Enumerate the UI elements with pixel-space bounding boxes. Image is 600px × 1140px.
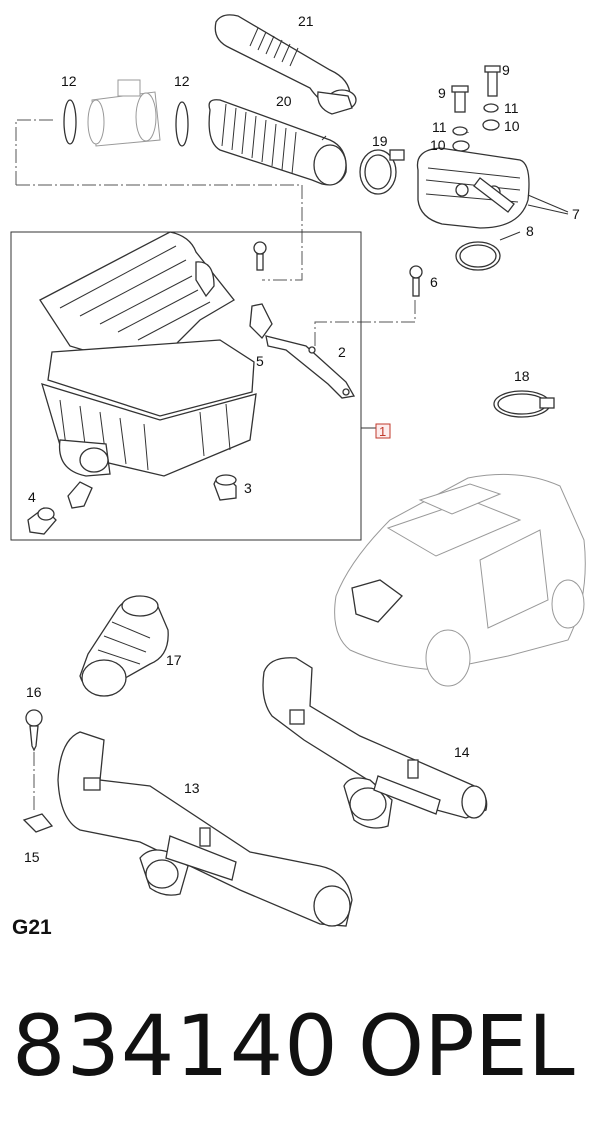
brand-name: OPEL bbox=[358, 997, 575, 1095]
part-number: 834140 bbox=[12, 997, 339, 1095]
callout-3: 3 bbox=[244, 480, 252, 496]
part-1-air-filter-housing bbox=[39, 231, 273, 477]
part-18-clamp bbox=[493, 390, 555, 418]
callout-9-right: 9 bbox=[502, 62, 510, 78]
callout-10-right: 10 bbox=[504, 118, 520, 134]
part-20-corrugated-hose bbox=[208, 99, 347, 186]
assembly-frame bbox=[10, 231, 362, 541]
callout-14: 14 bbox=[454, 744, 470, 760]
callout-19: 19 bbox=[372, 133, 388, 149]
callout-9-left: 9 bbox=[438, 85, 446, 101]
callout-21: 21 bbox=[298, 13, 314, 29]
part-13-duct bbox=[57, 731, 353, 927]
callout-13: 13 bbox=[184, 780, 200, 796]
callout-labels: 21 20 12 12 19 9 9 11 11 10 10 7 8 6 2 5… bbox=[24, 13, 580, 865]
callout-4: 4 bbox=[28, 489, 36, 505]
callout-12-left: 12 bbox=[61, 73, 77, 89]
callout-1: 1 bbox=[379, 424, 386, 439]
parts-15-16-screw-clip bbox=[22, 709, 54, 833]
callout-1-box bbox=[375, 423, 391, 439]
parts-7-to-11-housing-hardware bbox=[416, 65, 530, 271]
sheet-code: G21 bbox=[12, 916, 52, 939]
callout-2: 2 bbox=[338, 344, 346, 360]
callout-7: 7 bbox=[572, 206, 580, 222]
callout-12-right: 12 bbox=[174, 73, 190, 89]
part-14-duct bbox=[262, 657, 488, 829]
exploded-parts-diagram: 21 20 12 12 19 9 9 11 11 10 10 7 8 6 2 5… bbox=[10, 13, 586, 927]
callout-5: 5 bbox=[256, 353, 264, 369]
part-2-bracket bbox=[265, 335, 356, 399]
callout-15: 15 bbox=[24, 849, 40, 865]
part-17-hose bbox=[79, 595, 169, 697]
part-12-hose-clips bbox=[63, 79, 189, 147]
part-21-intake-duct bbox=[214, 14, 357, 115]
callout-11-left: 11 bbox=[432, 119, 447, 135]
callout-17: 17 bbox=[166, 652, 182, 668]
part-19-clamp bbox=[359, 149, 405, 195]
callout-18: 18 bbox=[514, 368, 530, 384]
callout-8: 8 bbox=[526, 223, 534, 239]
callout-10-left: 10 bbox=[430, 137, 446, 153]
callout-11-right: 11 bbox=[504, 100, 519, 116]
vehicle-outline bbox=[334, 473, 586, 687]
parts-3-4-grommet-nozzle bbox=[27, 474, 237, 535]
callout-20: 20 bbox=[276, 93, 292, 109]
callout-6: 6 bbox=[430, 274, 438, 290]
part-6-screw bbox=[253, 241, 423, 297]
callout-16: 16 bbox=[26, 684, 42, 700]
